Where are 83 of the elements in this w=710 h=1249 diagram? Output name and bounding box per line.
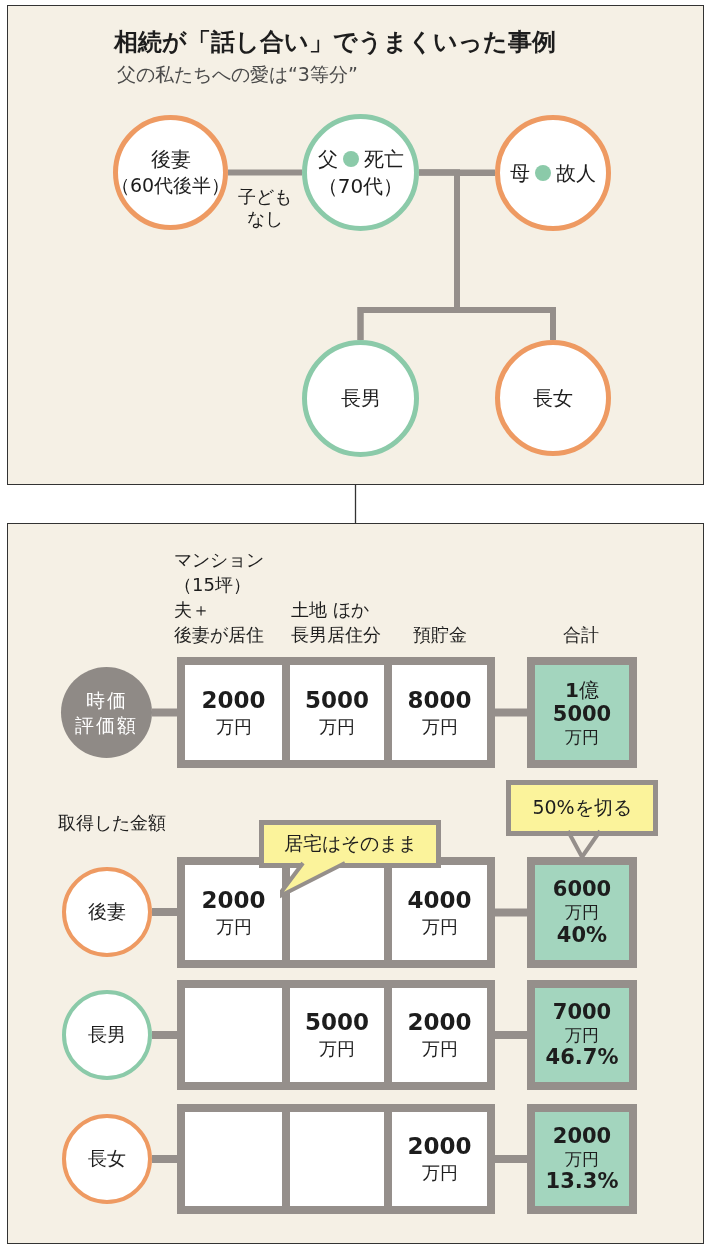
unit-text: 万円 [215, 914, 252, 939]
unit-text: 万円 [565, 1024, 599, 1046]
connector-line [152, 1155, 177, 1163]
valuation-label: 時価評価額 [75, 687, 138, 738]
amount-cell [185, 865, 282, 960]
diagram-title: 相続が「話し合い」でうまくいった事例 [114, 27, 556, 57]
connector-line [495, 908, 527, 917]
total-box [527, 980, 637, 1090]
empty-cell [290, 1112, 384, 1206]
total-box [527, 857, 637, 968]
connector-line [152, 1031, 177, 1039]
connector-line [495, 1155, 527, 1163]
family-tree-panel [7, 5, 704, 485]
amount-value: 2000 [201, 685, 266, 715]
amount-value: 4000 [407, 885, 472, 915]
amount-cell [290, 988, 384, 1082]
amount-value: 1億 [565, 677, 599, 702]
total-box [527, 657, 637, 768]
unit-text: 万円 [421, 1037, 458, 1062]
connector-line [354, 484, 357, 524]
table-row-frame [177, 657, 495, 768]
unit-text: 万円 [421, 714, 458, 739]
person-name: 後妻 [88, 899, 126, 925]
total-box [527, 1104, 637, 1214]
unit-text: 万円 [565, 1148, 599, 1170]
person-name: 母 [510, 159, 530, 187]
connector-line [152, 908, 177, 916]
amount-cell [392, 1112, 487, 1206]
empty-cell [185, 1112, 282, 1206]
amount-value: 2000 [552, 1123, 612, 1149]
amount-cell [392, 988, 487, 1082]
asset-table-panel [7, 523, 704, 1244]
amount-cell [392, 665, 487, 760]
unit-text: 万円 [565, 726, 599, 748]
unit-text: 万円 [319, 714, 355, 739]
percentage-value: 13.3% [545, 1169, 619, 1195]
unit-text: 万円 [565, 902, 599, 923]
age-text: （60代後半） [110, 173, 231, 199]
person-name: 長男 [340, 385, 381, 412]
unit-text: 万円 [319, 1037, 355, 1062]
amount-cell [290, 665, 384, 760]
amount-value: 2000 [201, 885, 266, 915]
callout-tail [280, 861, 347, 899]
age-text: （70代） [317, 172, 404, 200]
amount-value: 5000 [305, 1008, 369, 1038]
empty-cell [185, 988, 282, 1082]
table-row-frame [177, 857, 495, 968]
amount-value: 5000 [305, 685, 369, 715]
column-header: マンション（15坪）夫＋後妻が居住 [174, 548, 264, 647]
person-name: 後妻 [150, 146, 191, 174]
person-name: 父 [317, 145, 338, 173]
amount-value: 6000 [552, 877, 612, 903]
connector-line [228, 169, 302, 176]
connector-line [495, 1031, 527, 1039]
connector-line [495, 708, 527, 717]
subtitle-text: 父の私たちへの愛は“3等分” [117, 62, 358, 87]
percentage-value: 40% [556, 922, 608, 948]
amount-cell [185, 665, 282, 760]
section-label: 取得した金額 [58, 811, 166, 835]
status-text: 故人 [556, 159, 596, 187]
percentage-value: 46.7% [545, 1045, 619, 1071]
column-header: 土地 ほか長男居住分 [291, 598, 381, 647]
amount-cell [392, 865, 487, 960]
table-row-frame [177, 1104, 495, 1214]
amount-value: 2000 [407, 1008, 472, 1038]
amount-value: 5000 [552, 701, 612, 727]
column-header: 合計 [563, 623, 599, 647]
column-header: 預貯金 [413, 623, 467, 647]
amount-value: 8000 [407, 685, 472, 715]
amount-value: 2000 [407, 1132, 472, 1162]
edge-label: 子どもなし [238, 185, 292, 230]
person-name: 長男 [88, 1022, 126, 1048]
unit-text: 万円 [215, 714, 252, 739]
unit-text: 万円 [421, 1161, 458, 1186]
callout-text: 居宅はそのまま [283, 831, 417, 857]
connector-line [152, 708, 177, 717]
table-row-frame [177, 980, 495, 1090]
status-text: 死亡 [363, 145, 404, 173]
callout-text: 50%を切る [532, 795, 632, 821]
person-name: 長女 [533, 384, 573, 412]
unit-text: 万円 [421, 914, 458, 939]
person-name: 長女 [88, 1146, 126, 1172]
amount-value: 7000 [552, 999, 612, 1025]
